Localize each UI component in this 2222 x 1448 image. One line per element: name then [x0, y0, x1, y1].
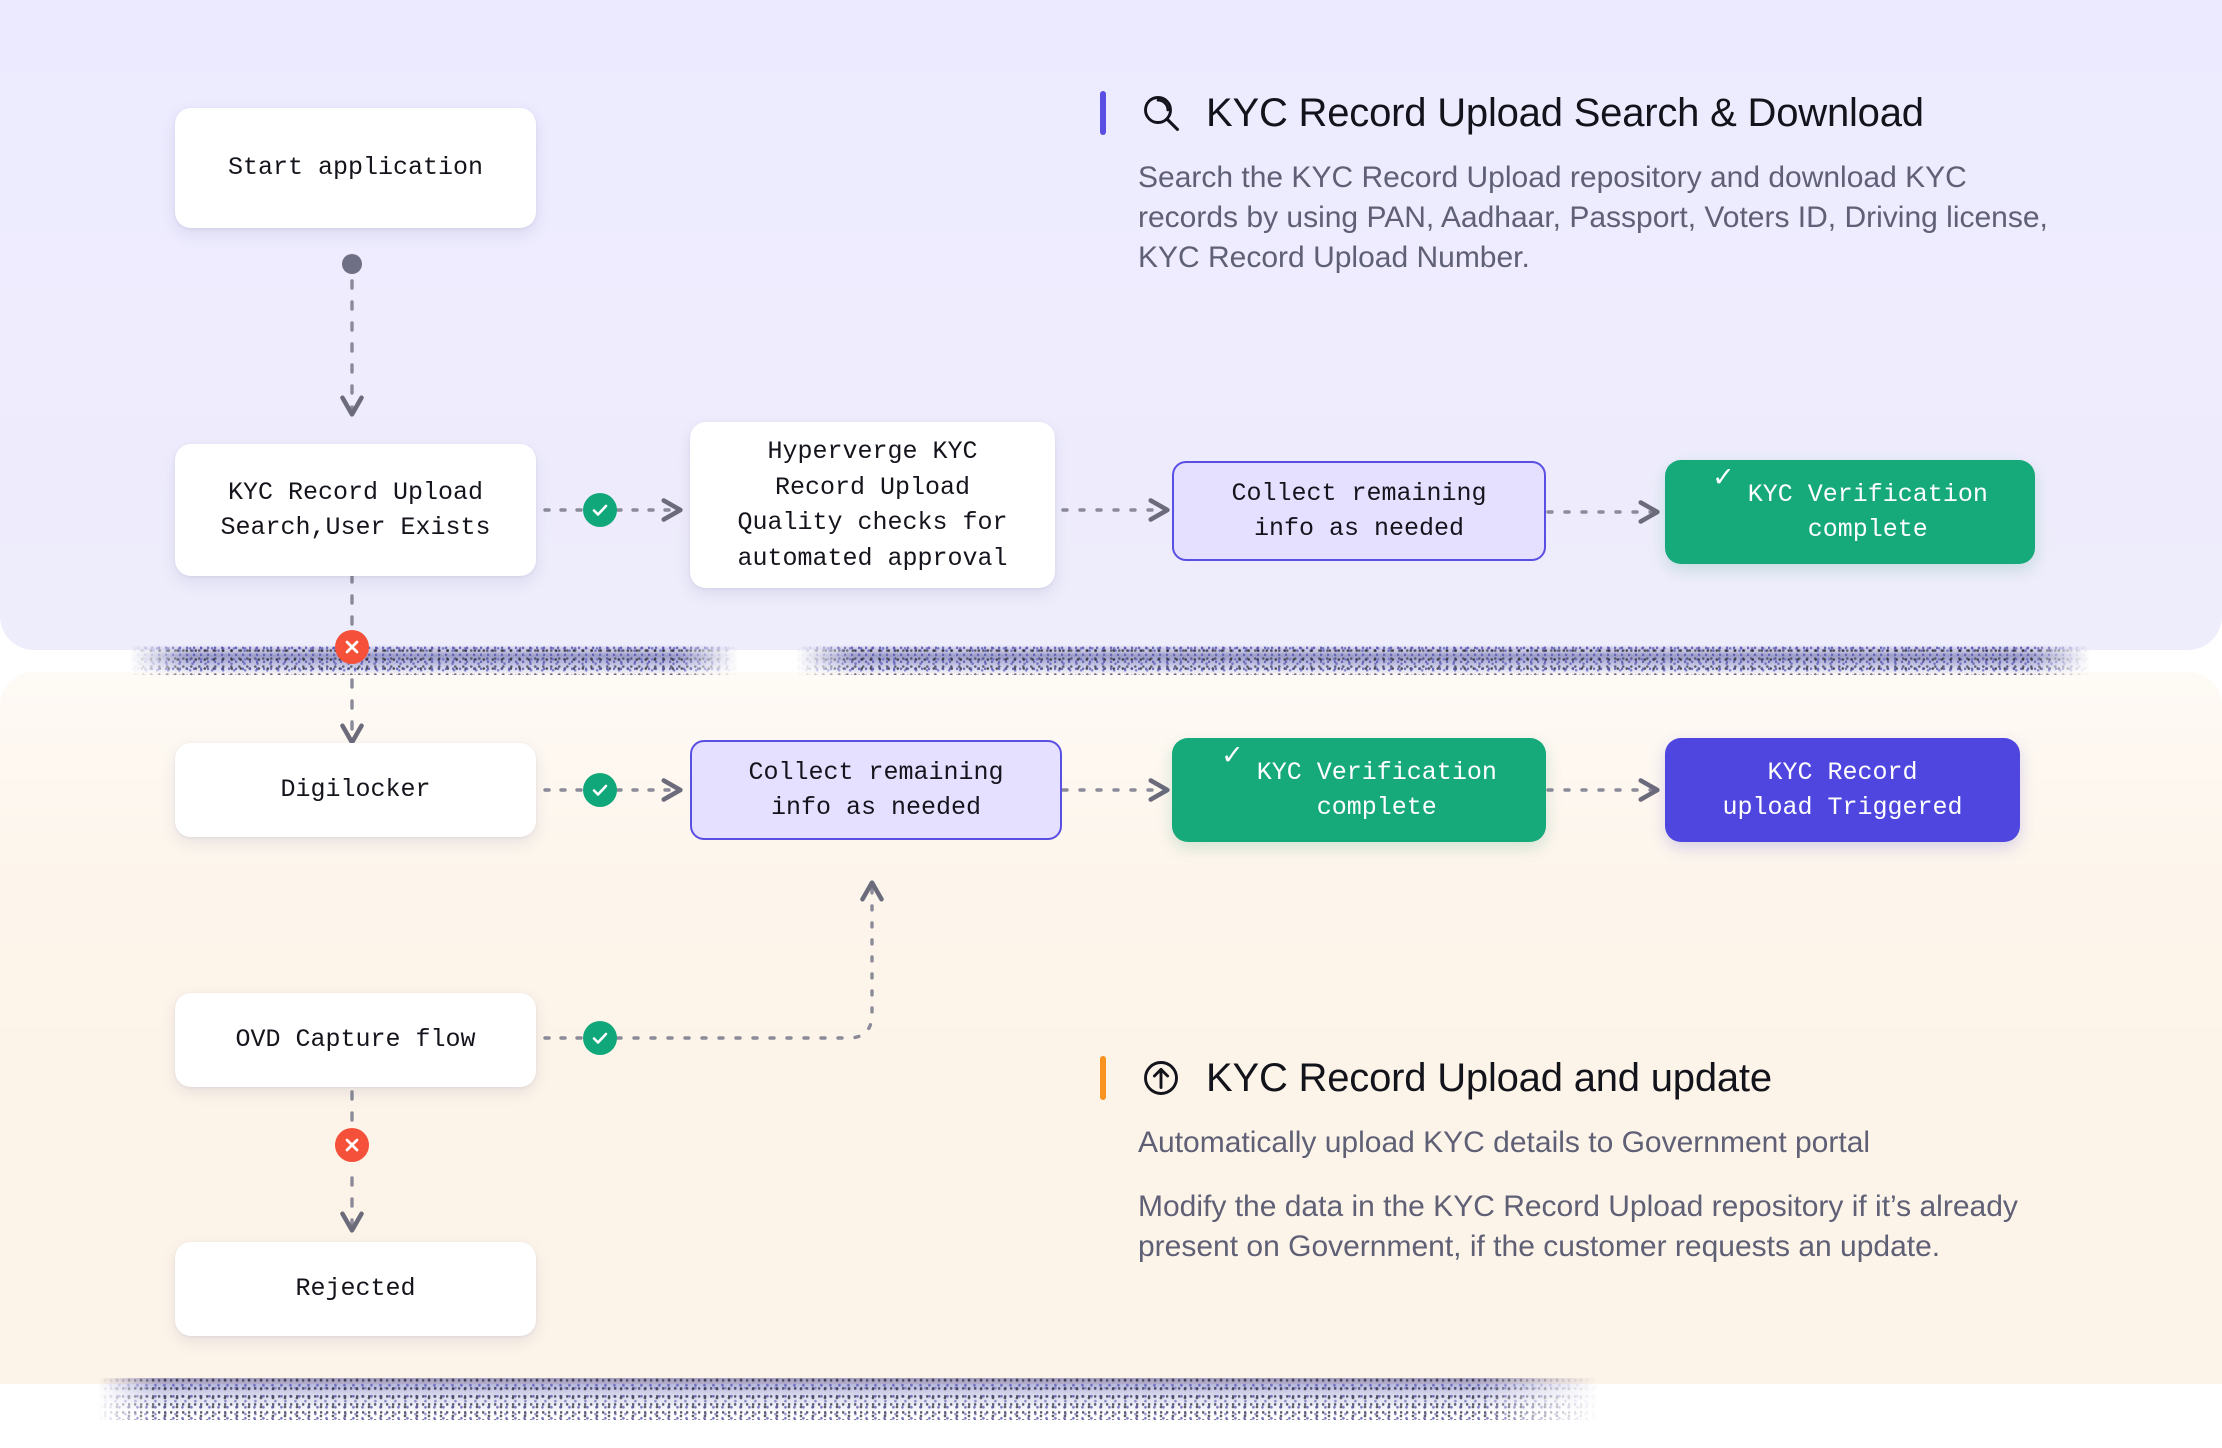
- check-icon: ✓: [1712, 462, 1735, 493]
- section-kyc-upload-update: KYC Record Upload and update Automatical…: [1100, 1055, 2060, 1267]
- node-kyc-verification-complete-2[interactable]: ✓ KYC Verification complete: [1172, 738, 1546, 842]
- edge-badge-success-ovd: [583, 1021, 617, 1055]
- node-ovd-capture-flow[interactable]: OVD Capture flow: [175, 993, 536, 1087]
- node-kyc-verification-complete-1[interactable]: ✓ KYC Verification complete: [1665, 460, 2035, 564]
- node-label: KYC Verification complete: [1256, 757, 1497, 823]
- edge-badge-success-search: [583, 493, 617, 527]
- section-paragraph: Modify the data in the KYC Record Upload…: [1138, 1189, 2018, 1263]
- node-hyperverge-quality-checks[interactable]: Hyperverge KYC Record Upload Quality che…: [690, 422, 1055, 588]
- node-rejected[interactable]: Rejected: [175, 1242, 536, 1336]
- node-collect-remaining-info-2[interactable]: Collect remaining info as needed: [690, 740, 1062, 840]
- edge-origin-dot: [342, 254, 362, 274]
- edge-badge-success-digilocker: [583, 773, 617, 807]
- node-digilocker[interactable]: Digilocker: [175, 743, 536, 837]
- edge-badge-failure-ovd: [335, 1128, 369, 1162]
- section-title: KYC Record Upload and update: [1206, 1055, 1772, 1100]
- check-icon: ✓: [1221, 740, 1244, 771]
- section-paragraph: Automatically upload KYC details to Gove…: [1138, 1126, 1871, 1159]
- section-description: Automatically upload KYC details to Gove…: [1138, 1123, 2060, 1267]
- node-collect-remaining-info-1[interactable]: Collect remaining info as needed: [1172, 461, 1546, 561]
- node-start-application[interactable]: Start application: [175, 108, 536, 228]
- section-accent-bar: [1100, 1056, 1106, 1100]
- node-label: KYC Verification complete: [1747, 479, 1988, 545]
- node-kyc-record-upload-triggered[interactable]: KYC Record upload Triggered: [1665, 738, 2020, 842]
- upload-circle-icon: [1138, 1055, 1184, 1101]
- section-accent-bar: [1100, 91, 1106, 135]
- section-title: KYC Record Upload Search & Download: [1206, 90, 1924, 135]
- node-kyc-record-upload-search[interactable]: KYC Record Upload Search,User Exists: [175, 444, 536, 576]
- section-paragraph: Search the KYC Record Upload repository …: [1138, 161, 2048, 274]
- section-kyc-search-download: KYC Record Upload Search & Download Sear…: [1100, 90, 2060, 278]
- edge-badge-failure-search: [335, 630, 369, 664]
- section-header: KYC Record Upload Search & Download: [1100, 90, 2060, 136]
- section-description: Search the KYC Record Upload repository …: [1138, 158, 2060, 278]
- section-header: KYC Record Upload and update: [1100, 1055, 2060, 1101]
- search-icon: [1138, 90, 1184, 136]
